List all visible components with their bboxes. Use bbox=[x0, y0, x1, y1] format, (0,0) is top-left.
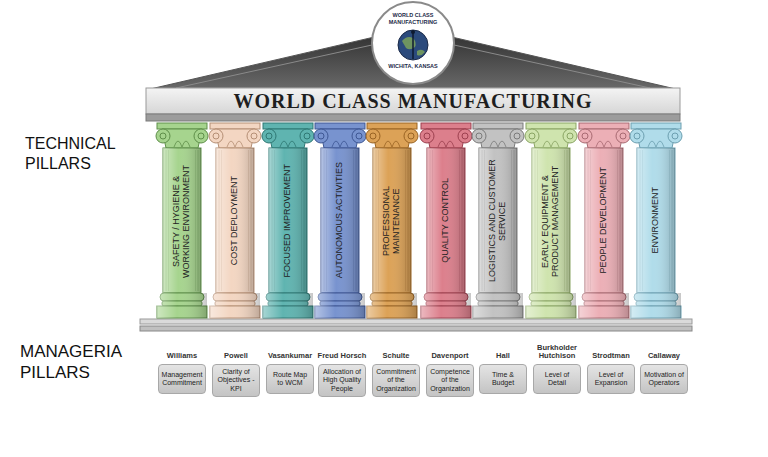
managerial-box: Allocation of High Quality People bbox=[318, 364, 366, 397]
managerial-pillar: HallTime & Budget bbox=[477, 334, 529, 394]
logo-circle: WORLD CLASS MANUFACTURING WICHITA, KANSAS bbox=[371, 1, 455, 85]
owner-name: Strodtman bbox=[585, 334, 637, 364]
managerial-pillar: Freud HorschAllocation of High Quality P… bbox=[316, 334, 368, 397]
pillar-column: EARLY EQUIPMENT & PRODUCT MANAGEMENT bbox=[523, 121, 579, 319]
managerial-pillar: Burkholder HutchisonLevel of Detail bbox=[531, 334, 583, 394]
managerial-text: Commitment of the Organization bbox=[375, 368, 417, 393]
pillar-shaft: ENVIRONMENT bbox=[637, 150, 675, 291]
managerial-box: Competence of the Organization bbox=[426, 364, 474, 397]
managerial-pillar: CallawayMotivation of Operators bbox=[638, 334, 690, 394]
owner-name: Schulte bbox=[370, 334, 422, 364]
managerial-box: Level of Detail bbox=[533, 364, 581, 394]
managerial-pillar: WilliamsManagement Commitment bbox=[156, 334, 208, 394]
managerial-box: Commitment of the Organization bbox=[372, 364, 420, 397]
pillar-column: LOGISTICS AND CUSTOMER SERVICE bbox=[470, 121, 526, 319]
managerial-text: Management Commitment bbox=[161, 371, 203, 388]
pillar-column: FOCUSED IMPROVEMENT bbox=[260, 121, 316, 319]
managerial-box: Route Map to WCM bbox=[266, 364, 314, 394]
pillar-shaft: SAFETY / HYGIENE & WORKING ENVIRONMENT bbox=[163, 150, 201, 291]
pillar-label: FOCUSED IMPROVEMENT bbox=[283, 164, 293, 278]
diagram-title: WORLD CLASS MANUFACTURING bbox=[146, 88, 680, 114]
managerial-text: Allocation of High Quality People bbox=[321, 368, 363, 393]
pillar-label: LOGISTICS AND CUSTOMER SERVICE bbox=[488, 153, 508, 289]
pillar-shaft: EARLY EQUIPMENT & PRODUCT MANAGEMENT bbox=[532, 150, 570, 291]
owner-name: Hall bbox=[477, 334, 529, 364]
owner-name: Williams bbox=[156, 334, 208, 364]
pillar-shaft: PEOPLE DEVELOPMENT bbox=[585, 150, 623, 291]
managerial-text: Competence of the Organization bbox=[429, 368, 471, 393]
pillar-column: PEOPLE DEVELOPMENT bbox=[576, 121, 632, 319]
pillar-column: QUALITY CONTROL bbox=[418, 121, 474, 319]
logo-text: WORLD CLASS MANUFACTURING bbox=[385, 12, 441, 26]
pillar-label: COST DEPLOYMENT bbox=[230, 176, 240, 265]
pillar-shaft: PROFESSIONAL MAINTENANCE bbox=[373, 150, 411, 291]
managerial-text: Level of Expansion bbox=[590, 371, 632, 388]
pillar-label: AUTONOMOUS ACTIVITIES bbox=[335, 162, 345, 278]
row-label: MANAGERIA PILLARS bbox=[20, 341, 135, 384]
managerial-box: Motivation of Operators bbox=[640, 364, 688, 394]
row-label: TECHNICAL PILLARS bbox=[25, 134, 135, 174]
pillar-shaft: QUALITY CONTROL bbox=[427, 150, 465, 291]
managerial-text: Level of Detail bbox=[536, 371, 578, 388]
pillar-column: COST DEPLOYMENT bbox=[207, 121, 263, 319]
managerial-text: Time & Budget bbox=[482, 371, 524, 388]
owner-name: Burkholder Hutchison bbox=[531, 334, 583, 364]
pillar-column: PROFESSIONAL MAINTENANCE bbox=[364, 121, 420, 319]
managerial-box: Management Commitment bbox=[158, 364, 206, 394]
pillar-label: SAFETY / HYGIENE & WORKING ENVIRONMENT bbox=[172, 153, 192, 289]
pillar-shaft: COST DEPLOYMENT bbox=[216, 150, 254, 291]
owner-name: Powell bbox=[210, 334, 262, 364]
pillar-label: PEOPLE DEVELOPMENT bbox=[599, 167, 609, 274]
managerial-pillar: VasankumarRoute Map to WCM bbox=[264, 334, 316, 394]
pillar-label: QUALITY CONTROL bbox=[441, 178, 451, 263]
managerial-pillar: SchulteCommitment of the Organization bbox=[370, 334, 422, 397]
pillar-shaft: LOGISTICS AND CUSTOMER SERVICE bbox=[479, 150, 517, 291]
pillar-label: ENVIRONMENT bbox=[651, 187, 661, 254]
managerial-box: Level of Expansion bbox=[587, 364, 635, 394]
managerial-text: Clarity of Objectives - KPI bbox=[215, 368, 257, 393]
pillar-label: PROFESSIONAL MAINTENANCE bbox=[382, 153, 402, 289]
owner-name: Freud Horsch bbox=[316, 334, 368, 364]
managerial-box: Time & Budget bbox=[479, 364, 527, 394]
pillar-column: ENVIRONMENT bbox=[628, 121, 684, 319]
owner-name: Davenport bbox=[424, 334, 476, 364]
managerial-text: Route Map to WCM bbox=[269, 371, 311, 388]
owner-name: Callaway bbox=[638, 334, 690, 364]
managerial-pillar: PowellClarity of Objectives - KPI bbox=[210, 334, 262, 397]
pillar-shaft: FOCUSED IMPROVEMENT bbox=[269, 150, 307, 291]
pillar-column: AUTONOMOUS ACTIVITIES bbox=[312, 121, 368, 319]
managerial-pillar: StrodtmanLevel of Expansion bbox=[585, 334, 637, 394]
pillar-label: EARLY EQUIPMENT & PRODUCT MANAGEMENT bbox=[541, 153, 561, 289]
pillar-shaft: AUTONOMOUS ACTIVITIES bbox=[321, 150, 359, 291]
pillar-column: SAFETY / HYGIENE & WORKING ENVIRONMENT bbox=[154, 121, 210, 319]
managerial-box: Clarity of Objectives - KPI bbox=[212, 364, 260, 397]
owner-name: Vasankumar bbox=[264, 334, 316, 364]
managerial-pillar: DavenportCompetence of the Organization bbox=[424, 334, 476, 397]
managerial-text: Motivation of Operators bbox=[643, 371, 685, 388]
logo-text: WICHITA, KANSAS bbox=[381, 63, 445, 70]
